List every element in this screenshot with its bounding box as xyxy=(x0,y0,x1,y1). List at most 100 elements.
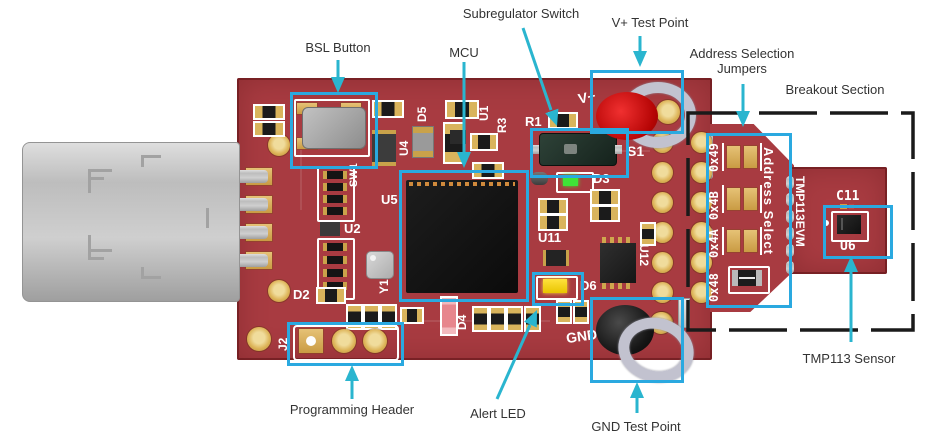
usb-emboss-mark xyxy=(88,257,104,260)
highlight-v-test-point xyxy=(590,70,684,134)
silkscreen-u11: U11 xyxy=(538,230,562,245)
arrow-address-jumpers-head xyxy=(736,111,750,127)
usb-emboss-mark xyxy=(206,208,209,228)
usb-emboss-mark xyxy=(88,235,91,260)
jumper-tick xyxy=(760,227,762,255)
arrow-alert-led xyxy=(495,324,532,400)
jumper-pad xyxy=(727,146,740,168)
breakout-section-outline xyxy=(686,111,915,332)
sensor-notch xyxy=(841,218,843,230)
jumper-pad xyxy=(744,230,757,252)
silkscreen-d6: D6 xyxy=(580,278,597,293)
smd-component xyxy=(320,222,340,236)
usb-emboss-mark xyxy=(141,155,144,167)
chip-resistor xyxy=(323,256,347,264)
label-mcu: MCU xyxy=(449,45,479,60)
jumper-tick xyxy=(760,185,762,213)
smd-component xyxy=(538,214,568,231)
smd-component xyxy=(412,126,434,158)
arrow-alert-led-head xyxy=(524,310,537,328)
usb-emboss-mark xyxy=(88,177,104,180)
smd-component xyxy=(372,100,404,118)
smd-component xyxy=(472,306,489,332)
ic-u11 xyxy=(543,250,569,266)
highlight-mcu xyxy=(399,170,529,302)
usb-emboss-mark xyxy=(141,155,161,158)
d3-led xyxy=(563,175,578,186)
switch-actuator xyxy=(564,144,577,154)
arrow-programming-header-head xyxy=(345,365,359,381)
chip-resistor xyxy=(323,243,347,251)
gnd-test-point-base[interactable] xyxy=(596,305,654,355)
header-pin-2 xyxy=(332,329,356,353)
highlight-tmp113-sensor xyxy=(823,205,893,259)
led-frame xyxy=(556,172,594,193)
arrow-tmp113-sensor-head xyxy=(844,256,858,272)
smd-component xyxy=(590,205,620,222)
silkscreen-c11: C11 xyxy=(836,189,860,204)
usb-emboss-mark xyxy=(88,169,91,193)
header-pin-3 xyxy=(363,329,387,353)
mount-pad xyxy=(247,327,271,351)
smd-component xyxy=(556,300,572,324)
mcu-chip xyxy=(406,180,518,293)
through-hole-pad xyxy=(652,222,673,243)
silkscreen-u2: U2 xyxy=(344,221,361,236)
bsl-button-body[interactable] xyxy=(302,107,366,149)
silkscreen-u6: U6 xyxy=(840,239,856,254)
silkscreen-tmp113evm: TMP113EVM xyxy=(793,176,807,247)
smd-component xyxy=(640,222,656,246)
smd-component xyxy=(470,133,498,151)
jumper-resistor-shine xyxy=(739,277,755,279)
jumper-tick xyxy=(760,143,762,171)
chip-resistor xyxy=(323,195,347,203)
usb-emboss-mark xyxy=(141,267,144,279)
jumper-pad xyxy=(744,188,757,210)
usb-emboss-mark xyxy=(88,169,112,172)
usb-shield-pad xyxy=(268,280,290,302)
label-address-selection-jumpers: Address Selection Jumpers xyxy=(662,46,822,76)
chip-resistor xyxy=(323,207,347,215)
label-address-selection-line1: Address Selection xyxy=(689,46,795,61)
label-v-test-point: V+ Test Point xyxy=(611,15,689,30)
smd-component xyxy=(506,306,523,332)
mcu-pin-row xyxy=(409,182,515,186)
silkscreen-address-select: Address Select xyxy=(761,147,776,255)
arrow-bsl-button-head xyxy=(331,77,345,93)
highlight-gnd-test-point xyxy=(590,297,684,383)
switch-lead xyxy=(615,145,622,154)
label-tmp113-sensor: TMP113 Sensor xyxy=(802,351,896,366)
subregulator-switch-body[interactable] xyxy=(539,133,617,166)
label-bsl-button: BSL Button xyxy=(305,40,371,55)
through-hole-pad xyxy=(652,162,673,183)
chip-resistor xyxy=(323,269,347,277)
usb-connector xyxy=(22,142,240,302)
smd-component xyxy=(445,100,479,119)
chip-resistor xyxy=(323,183,347,191)
highlight-address-jumpers xyxy=(706,133,792,308)
pcb-trace xyxy=(300,150,302,210)
resistor-d4 xyxy=(440,296,458,336)
silkscreen-u5: U5 xyxy=(381,192,398,207)
highlight-subregulator-switch xyxy=(530,128,629,178)
header-silkscreen-frame xyxy=(293,325,399,361)
ic-u12 xyxy=(600,243,636,283)
arrow-v-test-point-head xyxy=(633,51,647,67)
highlight-programming-header xyxy=(287,322,404,366)
smd-component xyxy=(316,287,346,304)
arrow-subregulator xyxy=(521,27,553,111)
chip-resistor xyxy=(323,282,347,290)
alert-led-d6 xyxy=(543,279,567,293)
smd-component xyxy=(400,307,424,324)
jumper-tick xyxy=(722,185,724,213)
led-frame xyxy=(536,276,578,300)
through-hole-pad xyxy=(652,192,673,213)
crystal-dot xyxy=(370,255,376,261)
jumper-pad xyxy=(727,230,740,252)
jumper-tick xyxy=(722,227,724,255)
label-subregulator-switch: Subregulator Switch xyxy=(462,6,580,21)
jumper-resistor-frame xyxy=(728,266,770,294)
silkscreen-u12: U12 xyxy=(637,244,651,267)
switch-lead xyxy=(532,145,539,154)
